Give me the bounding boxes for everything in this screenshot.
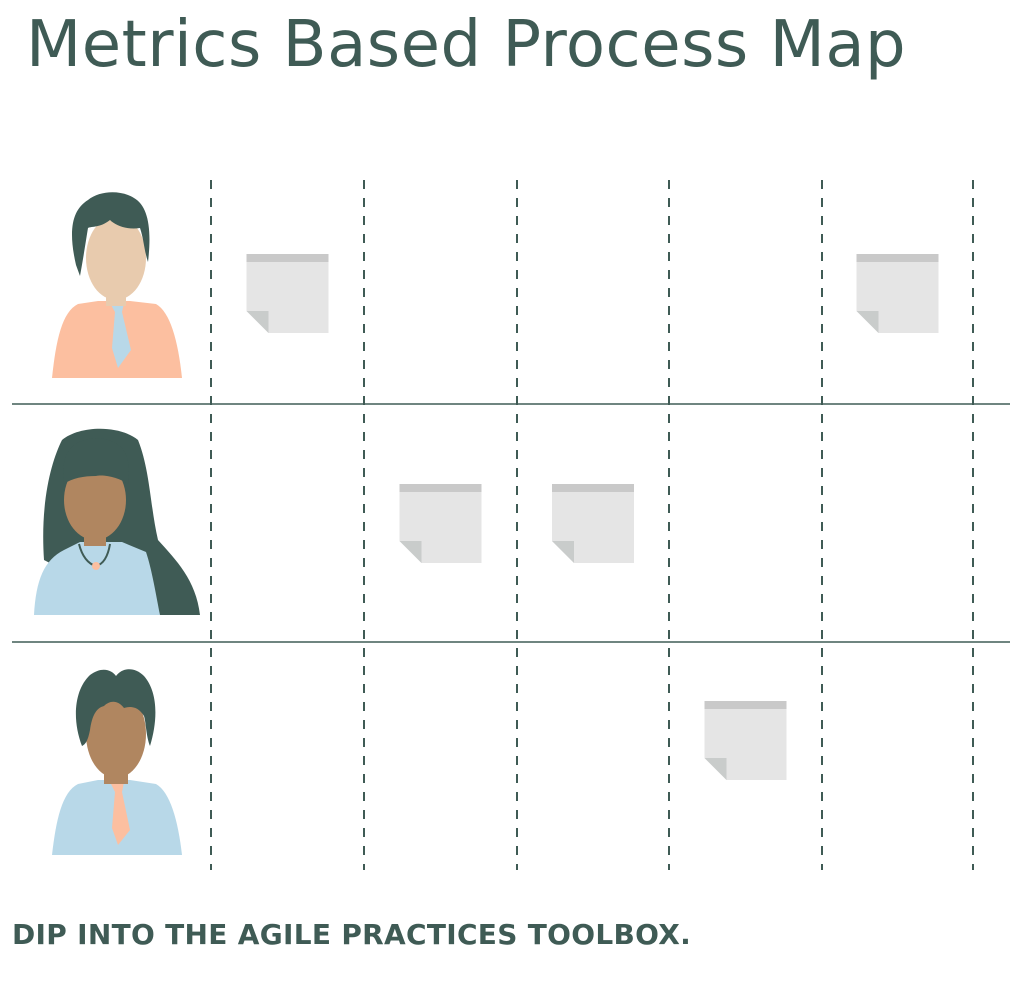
- sticky-note[interactable]: [399, 484, 482, 563]
- woman-long-hair-avatar: [34, 428, 200, 615]
- sticky-notes: [246, 254, 939, 780]
- man-tie-avatar: [52, 192, 182, 378]
- sticky-note[interactable]: [856, 254, 939, 333]
- footer-tagline: DIP INTO THE AGILE PRACTICES TOOLBOX.: [12, 918, 692, 951]
- page-title: Metrics Based Process Map: [26, 8, 907, 82]
- sticky-note[interactable]: [552, 484, 634, 563]
- man-tie-avatar-2: [52, 669, 182, 855]
- lane-dividers: [12, 403, 1010, 643]
- step-dividers: [210, 180, 974, 870]
- sticky-note[interactable]: [704, 701, 787, 780]
- sticky-note[interactable]: [246, 254, 329, 333]
